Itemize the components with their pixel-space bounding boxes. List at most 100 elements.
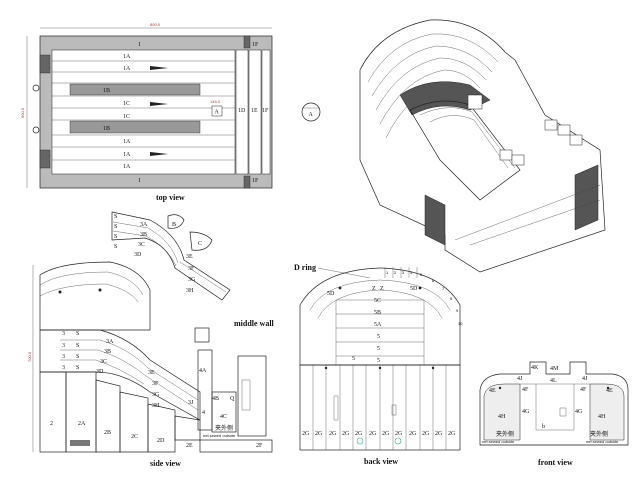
tower-label: 4C — [220, 414, 227, 420]
row-label: 1B — [103, 88, 110, 94]
front-label: 4F — [580, 387, 587, 393]
net-note-en: net sewed outside — [203, 433, 236, 438]
base-label: 2G — [382, 431, 390, 437]
net-note-en-left: net sewed outside — [482, 439, 515, 444]
front-label: 4J — [517, 376, 523, 382]
arch-label: Z — [372, 286, 376, 292]
piece-label: S — [114, 244, 117, 250]
piece-label: 3G — [188, 277, 196, 283]
piece-label: 3B — [140, 232, 147, 238]
row-label: 1A — [123, 66, 131, 72]
base-label: 2C — [131, 434, 138, 440]
piece-label: C — [198, 241, 202, 247]
front-view: 4K 4M 4J 4J 4L 4F 4F 4E 4E 4H 4H 4G 4G b… — [479, 361, 629, 467]
base-label: 2G — [395, 431, 403, 437]
offset-dim: 145.0 — [210, 99, 221, 104]
base-label: 2G — [329, 431, 337, 437]
stripe-1b-top — [69, 83, 201, 96]
base-label: 2G — [302, 431, 310, 437]
row-label: 1 — [138, 42, 141, 48]
arch-label: 5 — [377, 334, 380, 340]
arch-label: 5D — [327, 291, 335, 297]
col-label: 1E — [251, 108, 258, 114]
seam-number: 2 — [394, 270, 397, 275]
piece-label: 3E — [186, 254, 193, 260]
tower-label: 4B — [212, 396, 219, 402]
piece-label: 3F — [188, 266, 195, 272]
base-label: 2D — [157, 438, 165, 444]
row-label: 1 — [138, 178, 141, 184]
corner-label: 1F — [252, 178, 259, 184]
seam-number: 3 — [402, 270, 405, 275]
back-view-caption: back view — [364, 457, 398, 466]
tower-label: 4A — [199, 368, 207, 374]
marker-label: A — [215, 110, 220, 116]
net-note-cn-left: 夹外侧 — [496, 430, 514, 438]
iso-view — [359, 19, 606, 273]
top-lanes — [51, 49, 236, 175]
seam-number: 9 — [456, 308, 459, 313]
arrow-icon — [150, 102, 168, 106]
front-label: 4G — [522, 409, 530, 415]
seam-number: 5 — [420, 272, 423, 277]
front-label: b — [542, 424, 545, 430]
base-label: 2G — [355, 431, 363, 437]
piece-label: 3G — [152, 392, 160, 398]
piece-label: 3A — [140, 222, 148, 228]
detail-label: A — [309, 112, 314, 118]
net-note-cn-right: 夹外侧 — [590, 430, 608, 438]
corner-label: 1F — [252, 42, 259, 48]
arch-label: 5 — [377, 346, 380, 352]
piece-label: 3D — [96, 369, 104, 375]
front-label: 4K — [531, 365, 539, 371]
piece-label: 3E — [148, 370, 155, 376]
back-view: D ring 1 2 3 4 5 6 7 8 9 10 5D Z Z 5D 5C — [294, 263, 463, 466]
piece-label: 3J — [188, 400, 194, 406]
piece-label: 3 — [62, 331, 65, 337]
piece-label: 3D — [134, 252, 142, 258]
piece-label: S — [76, 331, 79, 337]
seam-number: 8 — [450, 296, 453, 301]
front-label: 4J — [582, 376, 588, 382]
base-label: 2G — [315, 431, 323, 437]
arch-label: 5C — [374, 298, 381, 304]
net-note-cn: 夹外侧 — [215, 424, 233, 432]
stripe-1b-bottom — [69, 120, 201, 134]
seam-number: 7 — [442, 286, 445, 291]
piece-label: 3F — [152, 381, 159, 387]
piece-label: S — [76, 343, 79, 349]
col-1d — [235, 49, 249, 175]
piece-label: 3H — [152, 403, 160, 409]
net-note-en-right: net sewed outside — [586, 439, 619, 444]
front-label: 4E — [489, 388, 496, 394]
front-label: 4E — [606, 388, 613, 394]
row-label: 1A — [123, 54, 131, 60]
piece-label: S — [76, 365, 79, 371]
base-label: 2G — [342, 431, 350, 437]
piece-label: S — [114, 224, 117, 230]
front-label: 4H — [498, 414, 506, 420]
arch-label: 5A — [374, 322, 382, 328]
piece-label: S — [76, 354, 79, 360]
front-label: 4L — [550, 378, 557, 384]
col-1f — [261, 49, 271, 175]
base-label: 2G — [435, 431, 443, 437]
detail-a: A — [301, 102, 321, 122]
row-label: 1A — [123, 152, 131, 158]
top-view-caption: top view — [156, 193, 185, 202]
row-label: 1B — [103, 126, 110, 132]
piece-label: S — [114, 234, 117, 240]
arch-label: 5 — [352, 356, 355, 362]
base-label: 2 — [50, 421, 53, 427]
tower-label: Q — [230, 396, 235, 402]
col-label: 1D — [238, 108, 246, 114]
piece-label: 3C — [100, 359, 107, 365]
front-label: 4M — [550, 366, 559, 372]
seam-number: 1 — [386, 270, 389, 275]
base-label: 2G — [409, 431, 417, 437]
row-label: 1C — [123, 114, 130, 120]
col-label: 1F — [262, 108, 269, 114]
arch-label: Z — [380, 286, 384, 292]
piece-label: 3C — [138, 242, 145, 248]
row-label: 1A — [123, 164, 131, 170]
